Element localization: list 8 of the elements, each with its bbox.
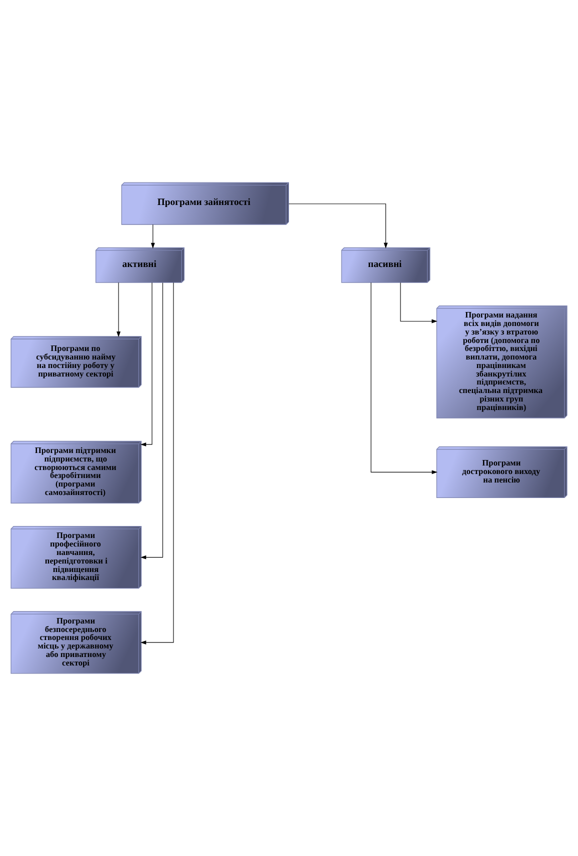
arrow (370, 282, 438, 474)
arrow (400, 282, 438, 324)
arrow (140, 282, 174, 644)
arrow (140, 282, 164, 560)
arrow (150, 224, 155, 249)
arrow (140, 282, 152, 446)
arrow (288, 204, 388, 248)
arrow (116, 282, 121, 338)
